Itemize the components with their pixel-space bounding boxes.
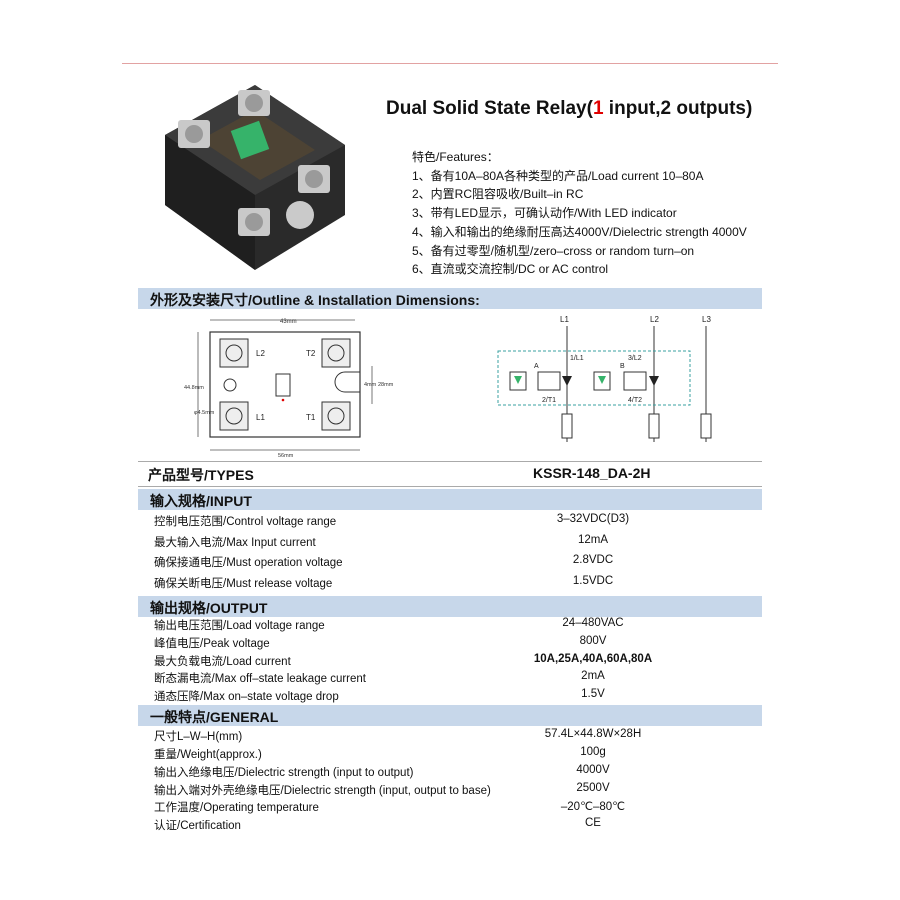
dim-pitch-label: 28mm	[378, 382, 394, 388]
T1-label: T1	[306, 413, 316, 422]
feature-item: 2、内置RC阻容吸收/Built–in RC	[412, 187, 584, 202]
feature-item: 4、输入和输出的绝缘耐压高达4000V/Dielectric strength …	[412, 224, 747, 239]
feature-item: 1、备有10A–80A各种类型的产品/Load current 10–80A	[412, 168, 704, 183]
T2-label: T2	[306, 349, 316, 358]
dim-length-label: 56mm	[278, 453, 294, 459]
types-row: 产品型号/TYPES KSSR-148_DA-2H	[138, 461, 762, 487]
relay-photo	[165, 85, 345, 270]
outline-band: 外形及安装尺寸/Outline & Installation Dimension…	[138, 288, 762, 309]
dim-gap-label: 4mm	[364, 382, 377, 388]
general-row: 输出入绝缘电压/Dielectric strength (input to ou…	[154, 764, 610, 779]
dim-width-label: 43mm	[280, 319, 297, 325]
dim-hole-label: φ4.5mm	[194, 410, 215, 416]
top-divider	[122, 63, 778, 64]
general-band: 一般特点/GENERAL	[138, 705, 762, 726]
dim-height-label: 44.8mm	[184, 385, 204, 391]
page-title: Dual Solid State Relay(1 input,2 outputs…	[386, 98, 753, 119]
terminal-2T1: 2/T1	[542, 397, 556, 404]
feature-item: 6、直流或交流控制/DC or AC control	[412, 262, 609, 277]
L1-label: L1	[256, 413, 265, 422]
general-row: 输出入端对外壳绝缘电压/Dielectric strength (input, …	[154, 782, 610, 797]
feature-item: 3、带有LED显示，可确认动作/With LED indicator	[412, 206, 677, 221]
feature-item: 5、备有过零型/随机型/zero–cross or random turn–on	[412, 243, 695, 258]
circuit-L1: L1	[560, 315, 569, 324]
features-heading: 特色/Features：	[412, 150, 499, 164]
terminal-1L1: 1/L1	[570, 355, 584, 362]
circuit-L2: L2	[650, 315, 659, 324]
input-band: 输入规格/INPUT	[138, 489, 762, 510]
terminal-3L2: 3/L2	[628, 355, 642, 362]
general-row: 工作温度/Operating temperature–20℃–80℃	[154, 801, 626, 814]
features-list: 特色/Features： 1、备有10A–80A各种类型的产品/Load cur…	[412, 148, 747, 279]
L2-label: L2	[256, 349, 265, 358]
terminal-4T2: 4/T2	[628, 397, 642, 404]
types-label: 产品型号/TYPES	[148, 467, 254, 483]
channel-B: B	[620, 363, 625, 370]
general-row: 尺寸L–W–H(mm)57.4L×44.8W×28H	[154, 728, 642, 743]
outline-drawing: 43mm L2 L1 T2 T1 44.8mm φ4.5mm 4mm 28mm …	[184, 319, 394, 459]
circuit-diagram: L1 L2 L3 1/L1 2/T1 3/L2 4/T2 A B	[497, 315, 712, 442]
output-band: 输出规格/OUTPUT	[138, 596, 762, 617]
channel-A: A	[534, 363, 539, 370]
types-value: KSSR-148_DA-2H	[533, 465, 651, 481]
general-row: 重量/Weight(approx.)100g	[154, 746, 606, 761]
circuit-L3: L3	[702, 315, 711, 324]
